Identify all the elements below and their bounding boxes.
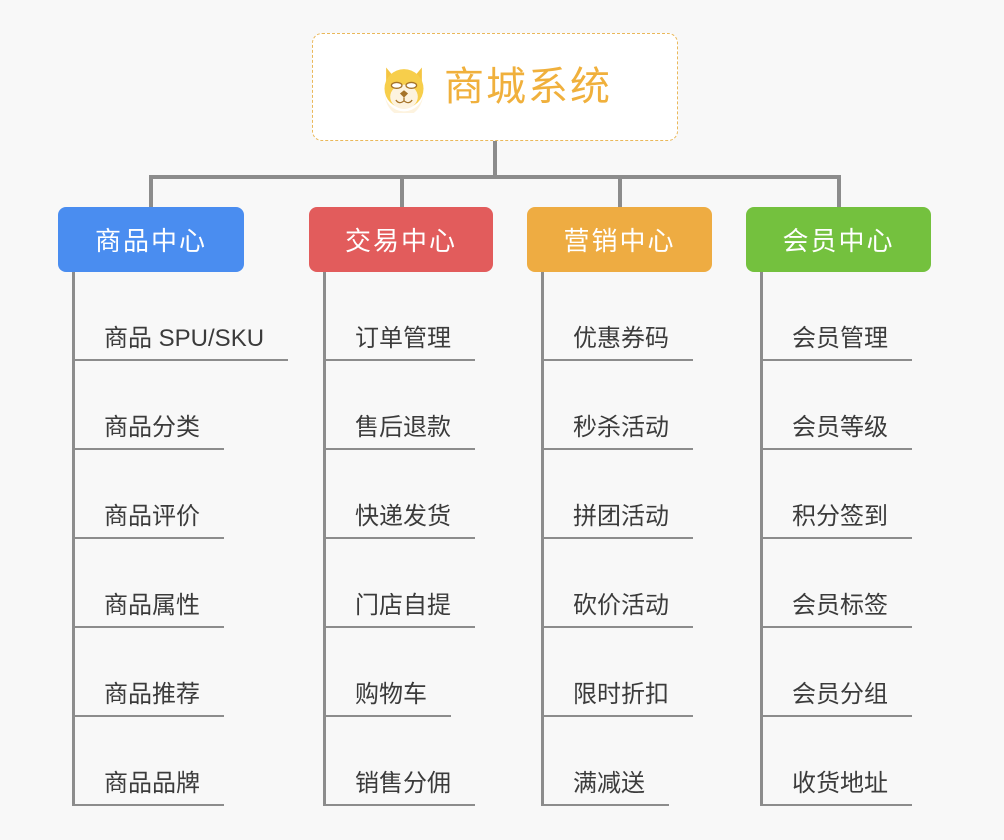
- category-header-trade[interactable]: 交易中心: [309, 207, 493, 272]
- branch-column-member: 会员中心 会员管理 会员等级 积分签到 会员标签 会员分组 收货地址: [746, 207, 931, 806]
- leaf-item[interactable]: 快递发货: [323, 450, 475, 539]
- leaf-item[interactable]: 售后退款: [323, 361, 475, 450]
- leaf-item[interactable]: 商品属性: [72, 539, 288, 628]
- shiba-dog-face-icon: [384, 67, 424, 113]
- leaf-item[interactable]: 砍价活动: [541, 539, 693, 628]
- leaf-label: 会员标签: [760, 592, 912, 628]
- category-title: 营销中心: [563, 226, 676, 256]
- leaf-item[interactable]: 商品推荐: [72, 628, 288, 717]
- leaf-label: 砍价活动: [541, 592, 693, 628]
- leaf-label: 会员等级: [760, 414, 912, 450]
- category-header-member[interactable]: 会员中心: [746, 207, 931, 272]
- leaf-label: 订单管理: [323, 325, 475, 361]
- leaf-item[interactable]: 秒杀活动: [541, 361, 693, 450]
- category-title: 会员中心: [782, 226, 895, 256]
- leaf-item[interactable]: 限时折扣: [541, 628, 693, 717]
- branch-spine: [72, 272, 75, 806]
- connector-drop-1: [400, 175, 404, 209]
- leaf-item[interactable]: 满减送: [541, 717, 693, 806]
- leaf-label: 销售分佣: [323, 770, 475, 806]
- leaf-item[interactable]: 商品评价: [72, 450, 288, 539]
- leaf-label: 购物车: [323, 681, 451, 717]
- category-header-product[interactable]: 商品中心: [58, 207, 244, 272]
- category-title: 商品中心: [94, 226, 207, 256]
- root-title: 商城系统: [444, 65, 612, 109]
- leaf-label: 秒杀活动: [541, 414, 693, 450]
- leaf-item[interactable]: 会员管理: [760, 272, 912, 361]
- branch-column-marketing: 营销中心 优惠券码 秒杀活动 拼团活动 砍价活动 限时折扣 满减送: [527, 207, 712, 806]
- branch-column-product: 商品中心 商品 SPU/SKU 商品分类 商品评价 商品属性 商品推荐 商品品牌: [58, 207, 289, 806]
- leaf-label: 拼团活动: [541, 503, 693, 539]
- leaf-label: 商品评价: [72, 503, 224, 539]
- connector-horizontal-bus: [149, 175, 841, 179]
- leaf-label: 收货地址: [760, 770, 912, 806]
- leaf-list-member: 会员管理 会员等级 积分签到 会员标签 会员分组 收货地址: [760, 272, 912, 806]
- leaf-label: 会员分组: [760, 681, 912, 717]
- leaf-item[interactable]: 会员等级: [760, 361, 912, 450]
- leaf-list-product: 商品 SPU/SKU 商品分类 商品评价 商品属性 商品推荐 商品品牌: [72, 272, 289, 806]
- leaf-item[interactable]: 购物车: [323, 628, 475, 717]
- leaf-item[interactable]: 会员分组: [760, 628, 912, 717]
- leaf-label: 商品分类: [72, 414, 224, 450]
- leaf-item[interactable]: 销售分佣: [323, 717, 475, 806]
- leaf-item[interactable]: 拼团活动: [541, 450, 693, 539]
- branch-column-trade: 交易中心 订单管理 售后退款 快递发货 门店自提 购物车 销售分佣: [309, 207, 493, 806]
- leaf-item[interactable]: 积分签到: [760, 450, 912, 539]
- leaf-item[interactable]: 门店自提: [323, 539, 475, 628]
- leaf-item[interactable]: 商品分类: [72, 361, 288, 450]
- category-header-marketing[interactable]: 营销中心: [527, 207, 712, 272]
- leaf-item[interactable]: 会员标签: [760, 539, 912, 628]
- category-title: 交易中心: [344, 226, 457, 256]
- leaf-item[interactable]: 订单管理: [323, 272, 475, 361]
- leaf-item[interactable]: 收货地址: [760, 717, 912, 806]
- leaf-label: 商品属性: [72, 592, 224, 628]
- leaf-label: 商品品牌: [72, 770, 224, 806]
- branch-spine: [323, 272, 326, 806]
- connector-root-stem: [493, 141, 497, 178]
- leaf-item[interactable]: 商品品牌: [72, 717, 288, 806]
- root-node[interactable]: 商城系统: [312, 33, 678, 141]
- leaf-label: 满减送: [541, 770, 669, 806]
- leaf-list-trade: 订单管理 售后退款 快递发货 门店自提 购物车 销售分佣: [323, 272, 475, 806]
- leaf-item[interactable]: 优惠券码: [541, 272, 693, 361]
- leaf-label: 快递发货: [323, 503, 475, 539]
- leaf-label: 积分签到: [760, 503, 912, 539]
- leaf-label: 门店自提: [323, 592, 475, 628]
- connector-drop-0: [149, 175, 153, 209]
- connector-drop-2: [618, 175, 622, 209]
- leaf-item[interactable]: 商品 SPU/SKU: [72, 272, 289, 361]
- branch-spine: [760, 272, 763, 806]
- leaf-label: 限时折扣: [541, 681, 693, 717]
- leaf-label: 商品推荐: [72, 681, 224, 717]
- leaf-label: 会员管理: [760, 325, 912, 361]
- leaf-list-marketing: 优惠券码 秒杀活动 拼团活动 砍价活动 限时折扣 满减送: [541, 272, 693, 806]
- leaf-label: 商品 SPU/SKU: [72, 325, 289, 361]
- connector-drop-3: [837, 175, 841, 209]
- leaf-label: 售后退款: [323, 414, 475, 450]
- branch-spine: [541, 272, 544, 806]
- leaf-label: 优惠券码: [541, 325, 693, 361]
